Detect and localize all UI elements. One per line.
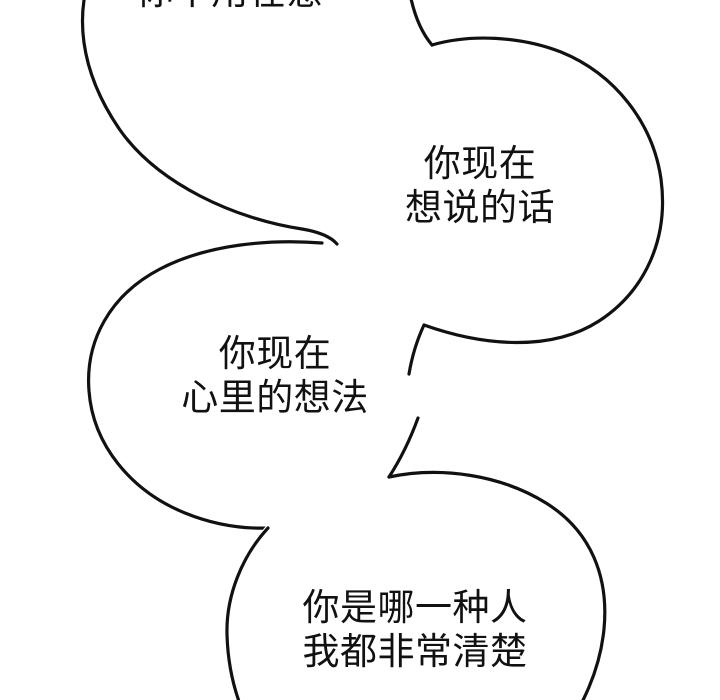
speech-bubble-4-left-stroke: [225, 526, 270, 700]
speech-bubble-2-outline: [424, 37, 663, 342]
speech-bubble-2-tail-upper: [409, 0, 434, 47]
speech-bubble-4-outline: [225, 472, 605, 700]
speech-bubble-2-tail-lower: [407, 323, 426, 376]
speech-bubble-4-tail: [387, 416, 420, 479]
speech-bubble-3-text: 你现在 心里的想法: [181, 332, 369, 419]
speech-bubble-1-text: 你不用在意: [0, 0, 460, 14]
speech-bubble-2-stroke: [422, 36, 665, 345]
speech-bubble-3-stroke: [86, 240, 324, 530]
speech-bubble-1-outline: [81, 0, 337, 243]
speech-bubble-3-outline: [89, 241, 322, 528]
speech-bubble-4-text: 你是哪一种人 我都非常清楚: [302, 586, 528, 673]
speech-bubble-2-text: 你现在 想说的话: [405, 142, 555, 229]
speech-bubble-4-stroke: [387, 470, 607, 700]
speech-bubble-1-stroke: [80, 0, 339, 246]
